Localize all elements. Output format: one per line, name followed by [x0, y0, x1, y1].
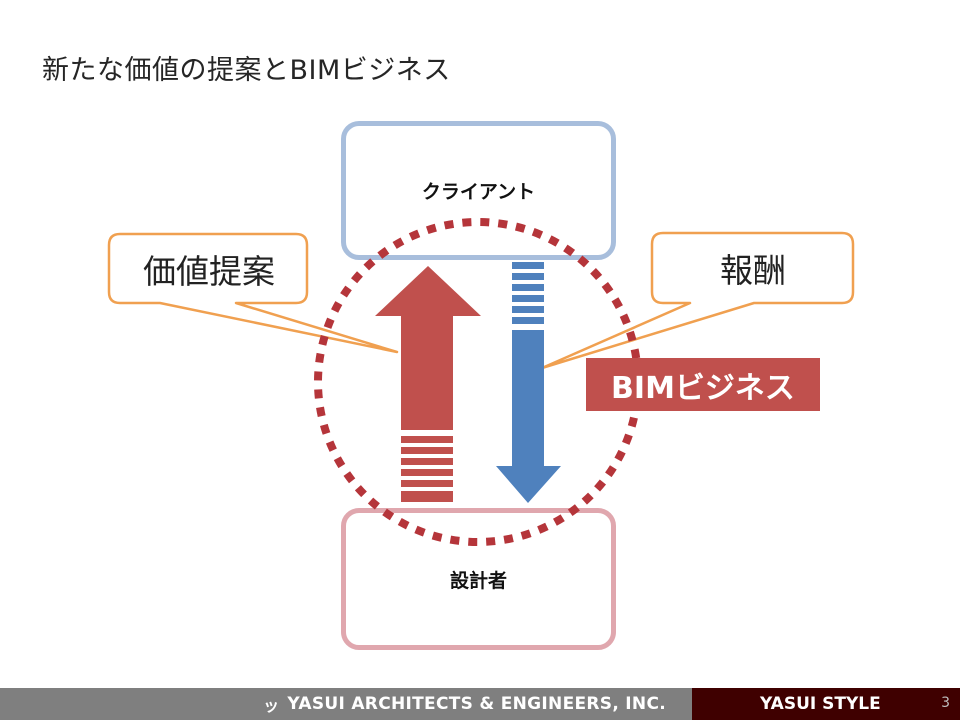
footer-company-bar: ッ YASUI ARCHITECTS & ENGINEERS, INC. [0, 688, 692, 720]
bim-business-badge: BIMビジネス [586, 358, 820, 411]
reward-callout-bubble [540, 231, 855, 370]
proposal-arrow-up [375, 266, 481, 502]
value-callout-bubble [107, 232, 399, 354]
designer-box: 設計者 [341, 508, 616, 650]
reward-callout-label: 報酬 [720, 251, 786, 290]
reward-arrow-down [496, 262, 561, 503]
footer-brand-bar: YASUI STYLE 3 [692, 688, 960, 720]
company-name: YASUI ARCHITECTS & ENGINEERS, INC. [287, 694, 666, 714]
designer-label: 設計者 [449, 569, 507, 592]
client-box: クライアント [341, 121, 616, 260]
company-logo-icon: ッ [263, 696, 280, 715]
footer: ッ YASUI ARCHITECTS & ENGINEERS, INC. YAS… [0, 688, 960, 720]
value-callout-label: 価値提案 [143, 252, 275, 291]
client-label: クライアント [421, 181, 536, 203]
page-number: 3 [941, 695, 950, 711]
slide-title: 新たな価値の提案とBIMビジネス [42, 55, 451, 86]
brand-label: YASUI STYLE [760, 694, 881, 714]
